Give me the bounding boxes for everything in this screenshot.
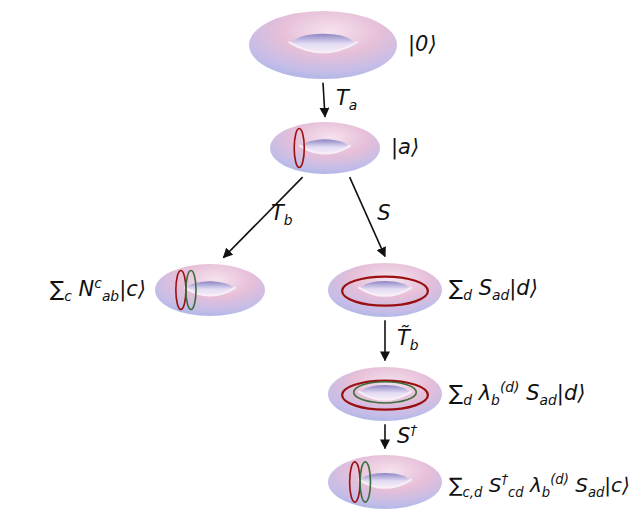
torus-illustration xyxy=(269,121,381,175)
torus-illustration xyxy=(327,454,443,510)
torus-state: ∑c Ncab|c⟩ xyxy=(154,263,266,317)
subscript: ad xyxy=(540,392,557,408)
subscript: cd xyxy=(508,484,524,499)
torus-illustration xyxy=(327,366,443,422)
torus-body xyxy=(270,122,380,174)
subscript: d xyxy=(463,392,472,408)
operator-label: S xyxy=(377,201,390,226)
torus-hole-rim xyxy=(358,479,411,488)
arrow xyxy=(384,424,386,448)
torus-hole-rim xyxy=(358,287,411,296)
meridian-cycle xyxy=(176,271,186,310)
torus-body xyxy=(328,455,442,509)
meridian-cycle xyxy=(360,462,370,502)
superscript: † xyxy=(501,472,508,487)
torus-illustration xyxy=(248,10,398,80)
longitude-cycle xyxy=(342,277,428,306)
state-ket: |a⟩ xyxy=(391,135,419,160)
subscript: c xyxy=(64,288,72,304)
torus-illustration xyxy=(154,263,266,317)
longitude-cycle xyxy=(342,381,428,410)
state-ket: ∑c Ncab|c⟩ xyxy=(50,275,146,305)
torus-hole-rim xyxy=(358,391,411,400)
operator-label: T̃b xyxy=(397,326,419,353)
arrow xyxy=(323,83,325,117)
arrow xyxy=(223,177,302,257)
torus-body xyxy=(249,11,397,79)
hole-cycle xyxy=(354,382,417,403)
torus-body xyxy=(328,367,442,421)
torus-illustration xyxy=(327,262,443,318)
torus-hole-rim xyxy=(184,287,236,295)
subscript: ab xyxy=(102,288,119,304)
subscript: b xyxy=(491,392,500,408)
torus-state: ∑c,d S†cd λb(d) Sad|c⟩ xyxy=(327,454,443,510)
torus-state: |0⟩ xyxy=(248,10,398,80)
state-ket: ∑d Sad|d⟩ xyxy=(449,276,538,303)
superscript: (d) xyxy=(500,379,520,395)
subscript: ad xyxy=(492,287,509,303)
subscript: b xyxy=(284,212,293,228)
operator-label: S† xyxy=(397,422,417,450)
operator-label: Ta xyxy=(336,86,357,113)
superscript: † xyxy=(410,422,417,438)
torus-hole-rim xyxy=(289,42,358,53)
torus-hole-rim xyxy=(299,145,351,153)
superscript: c xyxy=(94,275,102,291)
subscript: b xyxy=(410,337,419,353)
arrow xyxy=(384,320,386,360)
torus-state: ∑d λb(d) Sad|d⟩ xyxy=(327,366,443,422)
superscript: (d) xyxy=(550,472,569,487)
torus-state: |a⟩ xyxy=(269,121,381,175)
torus-body xyxy=(155,264,265,316)
meridian-cycle xyxy=(294,129,304,168)
subscript: c,d xyxy=(462,484,482,499)
torus-state: ∑d Sad|d⟩ xyxy=(327,262,443,318)
state-ket: ∑c,d S†cd λb(d) Sad|c⟩ xyxy=(449,472,630,500)
torus-body xyxy=(328,263,442,317)
subscript: a xyxy=(349,97,358,113)
subscript: ad xyxy=(588,484,604,499)
state-ket: ∑d λb(d) Sad|d⟩ xyxy=(449,379,585,409)
meridian-cycle xyxy=(186,271,196,310)
meridian-cycle xyxy=(350,462,360,502)
state-ket: |0⟩ xyxy=(408,32,437,57)
subscript: b xyxy=(542,484,550,499)
operator-label: Tb xyxy=(271,201,293,228)
subscript: d xyxy=(463,287,472,303)
